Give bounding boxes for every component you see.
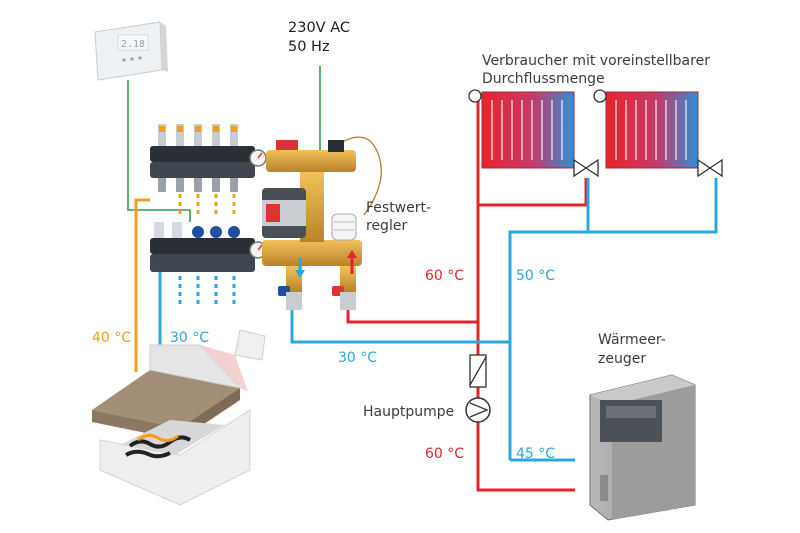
main-pump-label: Hauptpumpe: [363, 404, 454, 420]
manifold-assembly: [150, 124, 382, 310]
thermostat-button-icon: [130, 57, 134, 61]
return-mid-temperature: 30 °C: [338, 350, 377, 366]
flow-meter-icons: [158, 124, 238, 146]
floor-supply-temperature: 40 °C: [92, 330, 131, 346]
lockshield-valve-icon: [573, 158, 588, 178]
valve-icon: [276, 140, 298, 150]
supply-lower-temperature: 60 °C: [425, 446, 464, 462]
consumers-label-line1: Verbraucher mit voreinstellbarer: [482, 53, 710, 69]
flow-arrow-icon: [347, 250, 357, 258]
return-lower-temperature: 45 °C: [516, 446, 555, 462]
radiator-valve-icon: [468, 89, 482, 103]
brass-header-top: [266, 150, 356, 172]
capillary-sensor-line: [329, 136, 382, 216]
check-valve-icon: [469, 354, 487, 388]
thermostat-display: [117, 34, 149, 51]
main-pump-icon: [465, 397, 491, 423]
radiator-valve-icon: [593, 89, 607, 103]
thermostat-button-icon: [122, 58, 126, 62]
brass-header-bottom: [262, 240, 362, 266]
supply-outlet-dashes: [178, 194, 236, 214]
boiler: [589, 374, 696, 521]
radiator-2: [593, 89, 723, 178]
room-thermostat: 2.18: [94, 21, 168, 81]
consumers-label-line2: Durchflussmenge: [482, 71, 605, 87]
fixed-regulator-label-line1: Festwert-: [366, 200, 431, 216]
thermostatic-head-icon: [331, 213, 357, 241]
floor-section: [92, 329, 266, 506]
sensor-housing-icon: [328, 140, 344, 152]
power-label-line2: 50 Hz: [288, 39, 330, 55]
return-pipes: [290, 178, 718, 462]
heat-generator-label-line2: zeuger: [598, 351, 646, 367]
actuator-icons: [154, 222, 240, 238]
power-label-line1: 230V AC: [288, 20, 350, 36]
supply-manifold-bar: [150, 146, 255, 162]
return-outlet-dashes: [178, 276, 236, 306]
thermostat-button-icon: [138, 56, 142, 60]
radiator-1: [468, 89, 599, 178]
flow-arrow-icon: [295, 270, 305, 278]
circulation-pump-icon: [262, 188, 306, 238]
thermostat-display-text: 2.18: [121, 39, 145, 50]
return-manifold-bar: [150, 238, 255, 254]
supply-upper-temperature: 60 °C: [425, 268, 464, 284]
heat-generator-label-line1: Wärmeer-: [598, 332, 666, 348]
lockshield-valve-icon: [697, 158, 712, 178]
floor-return-temperature: 30 °C: [170, 330, 209, 346]
return-upper-temperature: 50 °C: [516, 268, 555, 284]
fixed-regulator-label-line2: regler: [366, 218, 407, 234]
